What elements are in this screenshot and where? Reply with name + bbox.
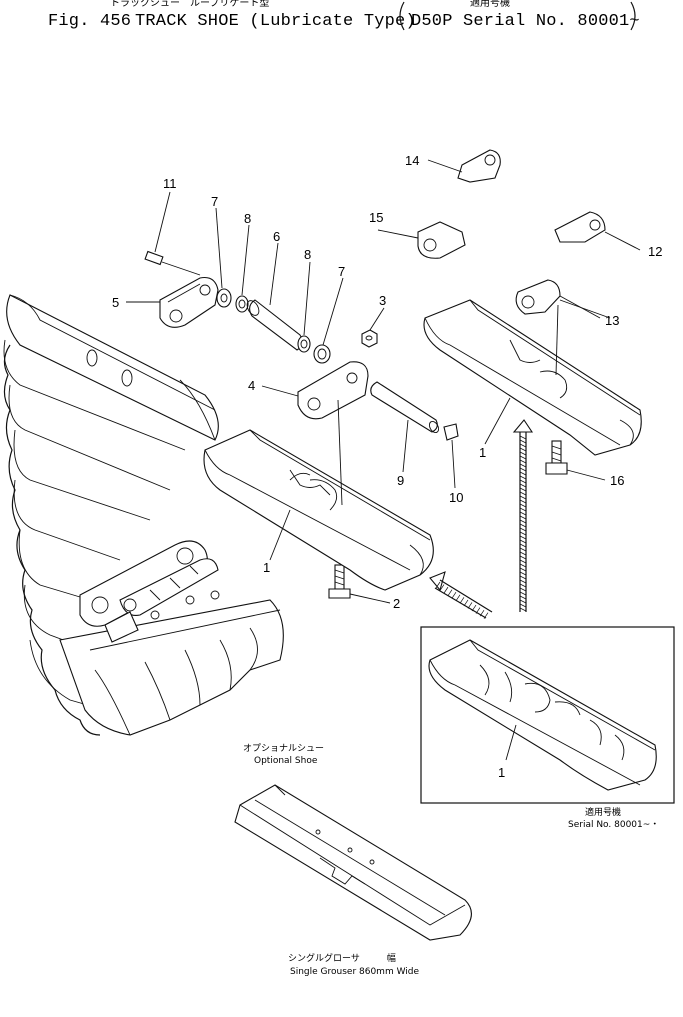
title-japanese: トラックシュー ループリケート型 [110, 0, 269, 9]
callout-1: 1 [498, 765, 505, 780]
part-10-plug [443, 423, 459, 441]
callout-14: 14 [405, 153, 419, 168]
callout-8: 8 [244, 211, 251, 226]
part-3-nut [361, 329, 378, 348]
callout-8: 8 [304, 247, 311, 262]
part-5-link [159, 276, 219, 328]
callout-9: 9 [397, 473, 404, 488]
part-14-piece [427, 149, 501, 183]
grouser-label: Single Grouser 860mm Wide [290, 967, 419, 977]
figure-label: Fig. 456 [48, 12, 131, 31]
inset-box [420, 626, 675, 804]
leader-lines [126, 191, 611, 604]
part-15-piece [417, 221, 466, 259]
callout-1: 1 [263, 560, 270, 575]
callout-3: 3 [379, 293, 386, 308]
callout-10: 10 [449, 490, 463, 505]
callout-16: 16 [610, 473, 624, 488]
callout-2: 2 [393, 596, 400, 611]
part-11-plug [144, 250, 201, 276]
right-brace [630, 1, 636, 31]
track-assembly [3, 294, 284, 736]
part-7-seal-right [313, 344, 331, 364]
part-7-seal-left [216, 288, 232, 308]
left-brace [399, 1, 405, 31]
optional-shoe-label: Optional Shoe [254, 756, 318, 766]
callout-7: 7 [338, 264, 345, 279]
vertical-arrow [512, 419, 534, 612]
callout-15: 15 [369, 210, 383, 225]
applicability: D50P Serial No. 80001~ [411, 12, 640, 31]
part-12-piece [554, 211, 641, 251]
part-16-bolt [545, 440, 568, 475]
page-title: TRACK SHOE (Lubricate Type) [135, 12, 416, 31]
inset-label-jp: 適用号機 [585, 806, 621, 818]
part-9-pin [370, 381, 440, 434]
callouts: 11 7 8 6 8 7 5 3 4 9 10 1 2 14 15 12 13 … [112, 153, 662, 780]
diagonal-arrow [429, 571, 493, 619]
center-shoe [203, 399, 434, 591]
callout-7: 7 [211, 194, 218, 209]
inset-serial: Serial No. 80001~・ [568, 820, 659, 830]
callout-13: 13 [605, 313, 619, 328]
part-2-bolt [328, 564, 351, 599]
part-8-washer-right [297, 335, 311, 353]
callout-6: 6 [273, 229, 280, 244]
part-8-washer-left [235, 295, 249, 313]
applicability-japanese: 適用号機 [470, 0, 510, 9]
callout-1: 1 [479, 445, 486, 460]
callout-4: 4 [248, 378, 255, 393]
callout-11: 11 [163, 176, 177, 191]
callout-5: 5 [112, 295, 119, 310]
single-grouser-shoe [234, 784, 472, 941]
grouser-label-jp: シングルグローサ 幅 [288, 952, 396, 964]
part-6-bushing [246, 299, 303, 351]
right-shoe [423, 299, 642, 456]
optional-shoe-label-jp: オプショナルシュー [243, 743, 324, 754]
callout-12: 12 [648, 244, 662, 259]
part-4-link [297, 361, 369, 420]
